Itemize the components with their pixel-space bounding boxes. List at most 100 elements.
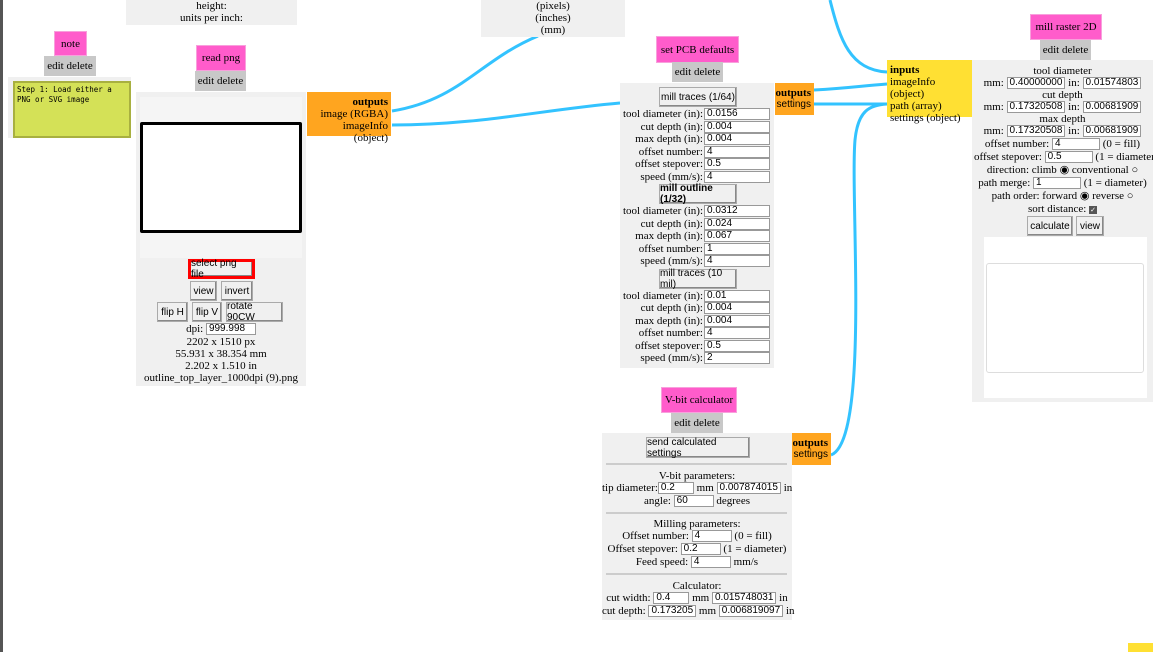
field-input[interactable]: 4 (704, 145, 770, 158)
angle-input[interactable]: 60 (673, 495, 714, 507)
raster-title[interactable]: mill raster 2D (1030, 14, 1102, 40)
left-edge-bar (0, 0, 3, 652)
read-png-edit-delete[interactable]: edit delete (195, 71, 246, 91)
field-input[interactable]: 0.004 (704, 314, 770, 327)
cut-width-in[interactable]: 0.015748031 (711, 592, 777, 604)
note-textarea[interactable]: Step 1: Load either a PNG or SVG image (13, 81, 131, 138)
pcb-title[interactable]: set PCB defaults (656, 36, 739, 63)
field-input[interactable]: 0.0312 (704, 205, 770, 217)
feed-speed-unit: mm/s (733, 556, 759, 568)
output-image[interactable]: image (RGBA) (320, 108, 388, 120)
conventional-radio[interactable]: ○ (1131, 164, 1139, 176)
field-input[interactable]: 0.01 (704, 289, 770, 302)
select-png-button[interactable]: select png file (188, 258, 255, 280)
path-merge-input[interactable]: 1 (1033, 177, 1081, 189)
raster-inputs: inputs imageInfo (object) path (array) s… (887, 60, 972, 124)
flip-h-button[interactable]: flip H (157, 302, 188, 322)
note-title-label: note (61, 37, 80, 50)
read-png-title[interactable]: read png (196, 45, 246, 71)
outputs-label: outputs (792, 437, 828, 449)
cut-depth-mm[interactable]: 0.17320508 (1006, 101, 1066, 113)
raster-panel: tool diameter mm: 0.40000000 in: 0.01574… (972, 60, 1153, 402)
field-input[interactable]: 0.004 (704, 302, 770, 314)
invert-button[interactable]: invert (221, 281, 253, 301)
tool-diameter-in[interactable]: 0.01574803 (1082, 77, 1142, 89)
raster-view-button[interactable]: view (1076, 216, 1104, 236)
vbit-offset-number[interactable]: 4 (691, 530, 732, 542)
pcb-outputs: outputs settings (775, 83, 814, 115)
max-depth-in[interactable]: 0.00681909 (1082, 125, 1142, 137)
field-input[interactable]: 0.024 (704, 217, 770, 230)
feed-speed-label: Feed speed: (635, 556, 689, 568)
sort-distance-label: sort distance: (1027, 203, 1087, 215)
field-input[interactable]: 4 (704, 255, 770, 267)
input-settings[interactable]: settings (object) (890, 112, 961, 124)
in-label: in: (1068, 77, 1080, 89)
vbit-offset-stepover[interactable]: 0.2 (680, 543, 721, 555)
raster-edit-delete[interactable]: edit delete (1040, 40, 1091, 60)
input-path[interactable]: path (array) (890, 100, 942, 112)
forward-radio[interactable]: ◉ (1079, 190, 1090, 202)
dpi-input[interactable]: 999.998 (205, 323, 256, 335)
field-input[interactable]: 0.004 (704, 120, 770, 133)
output-settings[interactable]: settings (793, 449, 828, 460)
output-imageinfo[interactable]: imageInfo (object) (342, 120, 388, 144)
field-input[interactable]: 0.5 (704, 339, 770, 352)
forward-label: forward (1042, 190, 1078, 202)
output-settings[interactable]: settings (776, 99, 811, 110)
sort-distance-checkbox[interactable]: ✓ (1089, 206, 1098, 214)
field-label: offset stepover: (635, 158, 703, 170)
pcb-preset-button[interactable]: mill traces (10 mil) (659, 268, 737, 290)
field-label: speed (mm/s): (640, 170, 703, 183)
send-settings-button[interactable]: send calculated settings (646, 437, 750, 459)
cut-depth-mm[interactable]: 0.173205 (648, 605, 697, 617)
field-label: tool diameter (in): (622, 205, 703, 217)
offset-number-label: offset number: (984, 138, 1050, 150)
pcb-edit-delete[interactable]: edit delete (672, 62, 723, 82)
tip-diameter-in[interactable]: 0.007874015 (716, 482, 781, 494)
reverse-label: reverse (1092, 190, 1124, 202)
note-edit-delete[interactable]: edit delete (44, 56, 96, 76)
reverse-radio[interactable]: ○ (1126, 190, 1134, 202)
climb-label: climb (1031, 164, 1057, 176)
inputs-label: inputs (890, 64, 920, 76)
read-png-panel: select png file view invert flip H flip … (136, 92, 306, 386)
vbit-title[interactable]: V-bit calculator (661, 387, 737, 413)
offset-stepover-input[interactable]: 0.5 (1044, 151, 1093, 163)
pcb-preset-button[interactable]: mill traces (1/64) (659, 87, 737, 107)
field-input[interactable]: 0.004 (704, 133, 770, 145)
note-title[interactable]: note (54, 31, 87, 56)
field-input[interactable]: 4 (704, 327, 770, 339)
offset-stepover-label: Offset stepover: (607, 543, 678, 555)
calculate-button[interactable]: calculate (1027, 216, 1073, 236)
climb-radio[interactable]: ◉ (1059, 164, 1070, 176)
cut-depth-in[interactable]: 0.006819097 (718, 605, 784, 617)
cut-width-mm[interactable]: 0.4 (653, 592, 690, 604)
mm-label: mm: (983, 77, 1004, 89)
cut-depth-in[interactable]: 0.00681909 (1082, 101, 1142, 113)
field-label: cut depth (in): (640, 120, 703, 133)
field-input[interactable]: 2 (704, 352, 770, 364)
view-button[interactable]: view (190, 281, 217, 301)
rotate-button[interactable]: rotate 90CW (226, 301, 283, 323)
direction-label: direction: (986, 164, 1029, 176)
field-input[interactable]: 0.067 (704, 230, 770, 242)
feed-speed-input[interactable]: 4 (690, 556, 731, 568)
pcb-preset-button[interactable]: mill outline (1/32) (659, 183, 737, 205)
max-depth-mm[interactable]: 0.17320508 (1006, 125, 1066, 137)
offset-stepover-label: offset stepover: (974, 151, 1042, 163)
wire-outputs-top (813, 82, 888, 92)
tool-diameter-mm[interactable]: 0.40000000 (1006, 77, 1066, 89)
flip-v-button[interactable]: flip V (192, 302, 222, 322)
field-label: max depth (in): (635, 314, 703, 327)
field-input[interactable]: 4 (704, 170, 770, 183)
path-merge-label: path merge: (978, 177, 1031, 189)
field-input[interactable]: 0.5 (704, 158, 770, 170)
field-input[interactable]: 1 (704, 242, 770, 255)
tip-diameter-mm[interactable]: 0.2 (657, 482, 694, 494)
vbit-edit-delete[interactable]: edit delete (671, 413, 723, 433)
offset-number-input[interactable]: 4 (1051, 138, 1100, 150)
input-imageinfo[interactable]: imageInfo (object) (890, 76, 936, 100)
field-input[interactable]: 0.0156 (704, 108, 770, 120)
